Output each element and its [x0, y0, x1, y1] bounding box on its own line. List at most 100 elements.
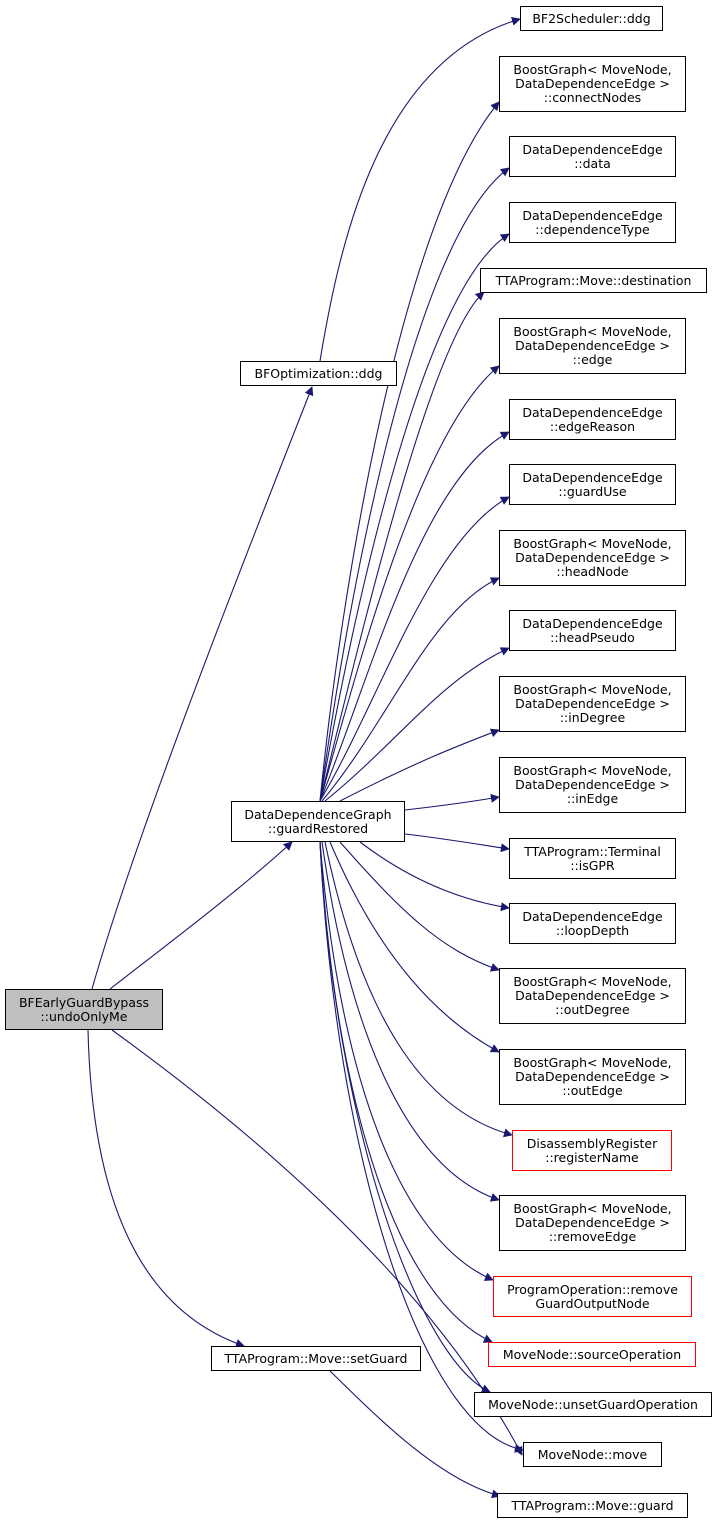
node-label-line: BoostGraph< MoveNode,: [513, 763, 672, 778]
node-label-line: GuardOutputNode: [535, 1295, 650, 1311]
node-label-line: DataDependenceEdge >: [515, 1069, 670, 1084]
node-label-line: DataDependenceGraph: [244, 806, 392, 822]
edge-gr-to-edgereason: [319, 431, 510, 802]
node-label-line: ProgramOperation::remove: [507, 1281, 678, 1297]
node-label-line: DataDependenceEdge >: [515, 777, 670, 792]
edge-gr-to-inedge: [404, 793, 500, 811]
node-label: TTAProgram::Move::guard: [511, 1497, 674, 1513]
node-label: TTAProgram::Move::destination: [495, 272, 692, 288]
edge-gr-to-destination: [319, 291, 485, 802]
node-boostgraph-removeedge[interactable]: BoostGraph< MoveNode, DataDependenceEdge…: [499, 1195, 686, 1251]
node-label-line: BoostGraph< MoveNode,: [513, 324, 672, 339]
edge-gr-to-unsetguardoperation: [319, 841, 491, 1393]
edge-gr-to-movenode-move: [319, 841, 524, 1453]
edge-root-to-guardrestored: [109, 841, 293, 990]
node-label-line: BoostGraph< MoveNode,: [513, 682, 672, 697]
node-label-line: ::registerName: [545, 1149, 639, 1165]
edge-gr-to-dde-data: [319, 167, 510, 802]
node-movenode-sourceoperation[interactable]: MoveNode::sourceOperation: [488, 1342, 696, 1367]
node-boostgraph-inedge[interactable]: BoostGraph< MoveNode, DataDependenceEdge…: [499, 757, 686, 813]
node-label-line: BoostGraph< MoveNode,: [513, 1055, 672, 1070]
node-label-line: ::outEdge: [562, 1083, 623, 1098]
edge-gr-to-headpseudo: [324, 647, 510, 802]
edge-gr-to-connectnodes: [319, 101, 500, 802]
node-label-line: DataDependenceEdge: [522, 404, 663, 420]
node-datadependencegraph-guardrestored[interactable]: DataDependenceGraph ::guardRestored: [231, 801, 405, 842]
node-label-line: ::removeEdge: [548, 1229, 637, 1244]
node-ttaprogram-move-setguard[interactable]: TTAProgram::Move::setGuard: [211, 1346, 421, 1371]
node-label-line: BoostGraph< MoveNode,: [513, 62, 672, 77]
node-bfoptimization-ddg[interactable]: BFOptimization::ddg: [240, 361, 397, 386]
node-programoperation-removeguardoutputnode[interactable]: ProgramOperation::remove GuardOutputNode: [493, 1276, 692, 1317]
node-label-line: DisassemblyRegister: [526, 1135, 658, 1151]
node-label-line: ::headNode: [556, 564, 629, 579]
edge-gr-to-outdegree: [339, 841, 500, 972]
node-label-line: ::inDegree: [559, 710, 626, 725]
node-datadependenceedge-dependencetype[interactable]: DataDependenceEdge ::dependenceType: [509, 202, 676, 243]
node-label: MoveNode::sourceOperation: [502, 1346, 682, 1362]
node-label-line: ::isGPR: [570, 857, 615, 873]
node-label-line: ::edgeReason: [549, 418, 636, 434]
node-datadependenceedge-edgereason[interactable]: DataDependenceEdge ::edgeReason: [509, 399, 676, 440]
node-label: TTAProgram::Move::setGuard: [224, 1350, 408, 1366]
node-ttaprogram-move-guard[interactable]: TTAProgram::Move::guard: [497, 1493, 688, 1518]
node-disassemblyregister-registername[interactable]: DisassemblyRegister ::registerName: [512, 1130, 672, 1171]
node-boostgraph-outdegree[interactable]: BoostGraph< MoveNode, DataDependenceEdge…: [499, 968, 686, 1024]
node-label: BF2Scheduler::ddg: [532, 10, 651, 26]
node-label-line: ::dependenceType: [535, 221, 650, 237]
edge-root-to-bfopt-ddg: [91, 386, 314, 990]
edge-root-to-setguard: [87, 1029, 245, 1348]
node-label-line: BoostGraph< MoveNode,: [513, 1201, 672, 1216]
edge-bfopt-to-bf2-ddg: [319, 16, 521, 362]
edge-gr-to-dependencetype: [319, 233, 510, 802]
edge-gr-to-registername: [324, 841, 513, 1138]
node-label-line: ::edge: [572, 352, 613, 367]
edge-root-to-movenode-move: [111, 1029, 523, 1456]
node-ttaprogram-move-destination[interactable]: TTAProgram::Move::destination: [480, 268, 707, 293]
node-label-line: TTAProgram::Terminal: [524, 843, 661, 859]
node-bf2scheduler-ddg[interactable]: BF2Scheduler::ddg: [520, 6, 663, 31]
node-label-line: DataDependenceEdge: [522, 469, 663, 485]
node-label-line: DataDependenceEdge >: [515, 1215, 670, 1230]
node-boostgraph-connectnodes[interactable]: BoostGraph< MoveNode, DataDependenceEdge…: [499, 56, 686, 112]
node-datadependenceedge-headpseudo[interactable]: DataDependenceEdge ::headPseudo: [509, 610, 676, 651]
node-label-line: DataDependenceEdge: [522, 141, 663, 157]
edge-setguard-to-move-guard: [329, 1370, 501, 1499]
edge-gr-to-bg-edge: [319, 365, 500, 802]
node-datadependenceedge-guarduse[interactable]: DataDependenceEdge ::guardUse: [509, 464, 676, 505]
node-movenode-unsetguardoperation[interactable]: MoveNode::unsetGuardOperation: [474, 1392, 712, 1417]
node-label-line: ::guardRestored: [267, 820, 369, 836]
node-label-line: DataDependenceEdge: [522, 908, 663, 924]
edge-gr-to-indegree: [339, 728, 500, 802]
node-label-line: ::guardUse: [558, 483, 627, 499]
edge-gr-to-removeguardoutput: [319, 841, 494, 1281]
node-boostgraph-outedge[interactable]: BoostGraph< MoveNode, DataDependenceEdge…: [499, 1049, 686, 1105]
node-label: MoveNode::move: [537, 1446, 648, 1462]
node-label-line: DataDependenceEdge: [522, 207, 663, 223]
node-label-line: DataDependenceEdge >: [515, 338, 670, 353]
edge-gr-to-removeedge: [321, 841, 500, 1202]
node-label-line: BoostGraph< MoveNode,: [513, 974, 672, 989]
node-label-line: ::outDegree: [555, 1002, 630, 1017]
node-boostgraph-indegree[interactable]: BoostGraph< MoveNode, DataDependenceEdge…: [499, 676, 686, 732]
node-label-line: DataDependenceEdge >: [515, 550, 670, 565]
node-bfearlyguardbypass-undoonlyme: BFEarlyGuardBypass ::undoOnlyMe: [5, 989, 163, 1030]
node-movenode-move[interactable]: MoveNode::move: [523, 1442, 662, 1467]
node-label-line: ::connectNodes: [543, 90, 642, 105]
node-label-line: DataDependenceEdge >: [515, 988, 670, 1003]
node-label-line: DataDependenceEdge >: [515, 76, 670, 91]
node-label-line: ::inEdge: [566, 791, 619, 806]
edge-gr-to-outedge: [329, 841, 500, 1053]
node-datadependenceedge-data[interactable]: DataDependenceEdge ::data: [509, 136, 676, 177]
node-ttaprogram-terminal-isgpr[interactable]: TTAProgram::Terminal ::isGPR: [509, 838, 676, 879]
edge-gr-to-headnode: [321, 577, 500, 802]
edge-gr-to-loopdepth: [359, 841, 510, 912]
node-boostgraph-headnode[interactable]: BoostGraph< MoveNode, DataDependenceEdge…: [499, 530, 686, 586]
node-label-line: DataDependenceEdge >: [515, 696, 670, 711]
edge-gr-to-isgpr: [404, 833, 510, 853]
node-label-line: ::data: [574, 155, 611, 171]
node-boostgraph-edge[interactable]: BoostGraph< MoveNode, DataDependenceEdge…: [499, 318, 686, 374]
node-datadependenceedge-loopdepth[interactable]: DataDependenceEdge ::loopDepth: [509, 903, 676, 944]
